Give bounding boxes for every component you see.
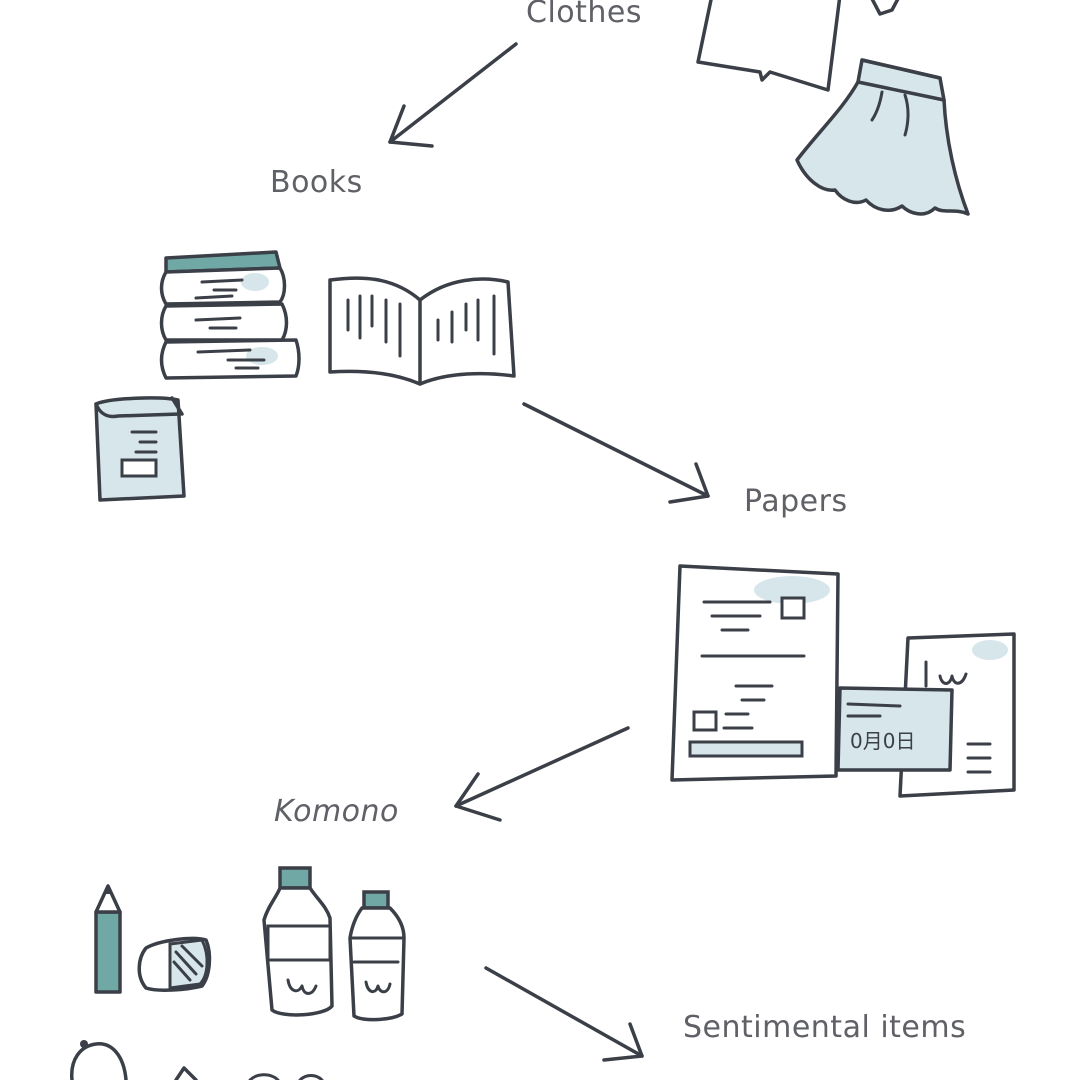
- document-icon: [670, 564, 840, 782]
- tape-icon: [137, 936, 212, 992]
- step-label-sentimental-items: Sentimental items: [683, 1010, 967, 1045]
- step-label-papers: Papers: [744, 484, 848, 519]
- book-stack-icon: [159, 250, 301, 380]
- arrow-papers-to-komono: [454, 726, 630, 822]
- arrow-books-to-papers: [522, 402, 710, 504]
- skirt-icon: [795, 58, 970, 216]
- shirt-icon: [696, 0, 900, 92]
- step-label-books: Books: [270, 165, 363, 200]
- pencil-icon: [94, 884, 122, 994]
- step-label-clothes: Clothes: [526, 0, 642, 30]
- step-label-komono: Komono: [274, 794, 399, 829]
- card-date-text: 0月0日: [850, 729, 915, 753]
- arrow-komono-to-sentimental: [484, 966, 644, 1062]
- small-bottle-icon: [348, 890, 406, 1022]
- bottle-icon: [262, 866, 334, 1017]
- card-icon: 0月0日: [836, 686, 954, 772]
- sentimental-objects-partial: [70, 1040, 324, 1080]
- paperback-book-icon: [94, 396, 186, 502]
- arrow-clothes-to-books: [388, 42, 518, 148]
- open-book-icon: [328, 276, 516, 386]
